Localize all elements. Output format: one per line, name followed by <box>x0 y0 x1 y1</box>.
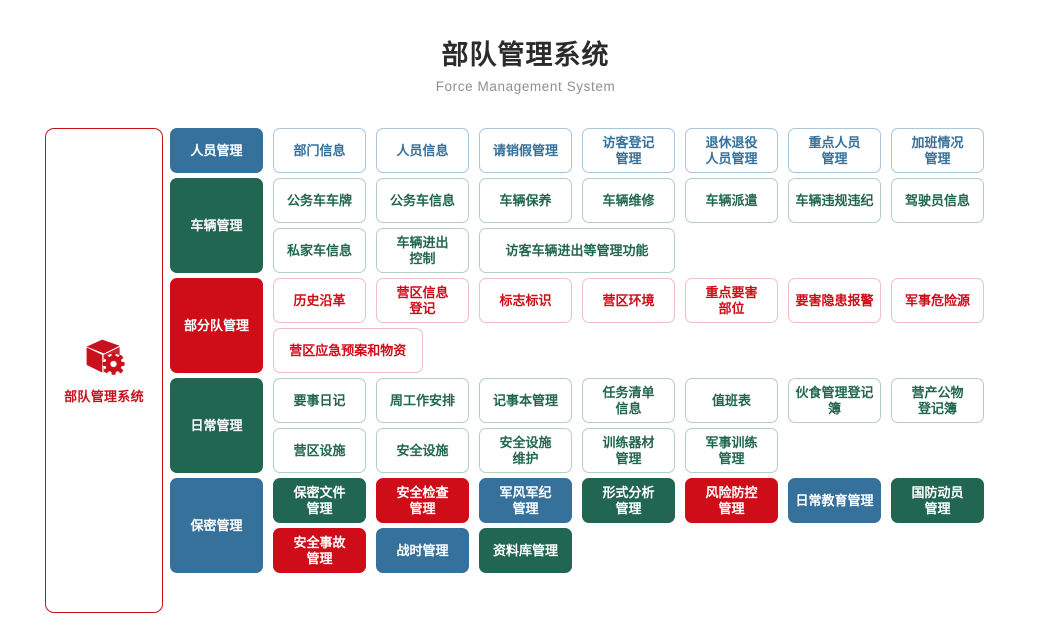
module-tile[interactable]: 重点人员管理 <box>788 128 881 173</box>
module-tile[interactable]: 保密文件管理 <box>273 478 366 523</box>
module-tile[interactable]: 训练器材管理 <box>582 428 675 473</box>
module-tile[interactable]: 日常教育管理 <box>788 478 881 523</box>
module-tile[interactable]: 公务车信息 <box>376 178 469 223</box>
module-tile[interactable]: 标志标识 <box>479 278 572 323</box>
module-row: 要事日记周工作安排记事本管理任务清单信息值班表伙食管理登记簿营产公物登记簿 <box>273 378 1046 423</box>
module-tile[interactable]: 部门信息 <box>273 128 366 173</box>
module-row: 保密文件管理安全检查管理军风军纪管理形式分析管理风险防控管理日常教育管理国防动员… <box>273 478 1046 523</box>
module-tile[interactable]: 车辆维修 <box>582 178 675 223</box>
module-row: 公务车车牌公务车信息车辆保养车辆维修车辆派遣车辆违规违纪驾驶员信息 <box>273 178 1046 223</box>
category-items: 要事日记周工作安排记事本管理任务清单信息值班表伙食管理登记簿营产公物登记簿营区设… <box>273 378 1046 473</box>
module-tile[interactable]: 私家车信息 <box>273 228 366 273</box>
module-tile[interactable]: 车辆派遣 <box>685 178 778 223</box>
module-grid: 人员管理部门信息人员信息请销假管理访客登记管理退休退役人员管理重点人员管理加班情… <box>170 128 1046 578</box>
module-tile[interactable]: 营区应急预案和物资 <box>273 328 423 373</box>
module-row: 部门信息人员信息请销假管理访客登记管理退休退役人员管理重点人员管理加班情况管理 <box>273 128 1046 173</box>
module-section: 日常管理要事日记周工作安排记事本管理任务清单信息值班表伙食管理登记簿营产公物登记… <box>170 378 1046 473</box>
module-row: 营区设施安全设施安全设施维护训练器材管理军事训练管理 <box>273 428 1046 473</box>
module-tile[interactable]: 车辆违规违纪 <box>788 178 881 223</box>
module-tile[interactable]: 安全设施维护 <box>479 428 572 473</box>
module-tile[interactable]: 营区设施 <box>273 428 366 473</box>
module-tile[interactable]: 军风军纪管理 <box>479 478 572 523</box>
module-tile[interactable]: 要事日记 <box>273 378 366 423</box>
module-section: 部分队管理历史沿革营区信息登记标志标识营区环境重点要害部位要害隐患报警军事危险源… <box>170 278 1046 373</box>
module-row: 营区应急预案和物资 <box>273 328 1046 373</box>
module-tile[interactable]: 驾驶员信息 <box>891 178 984 223</box>
module-tile[interactable]: 安全设施 <box>376 428 469 473</box>
module-tile[interactable]: 营产公物登记簿 <box>891 378 984 423</box>
module-tile[interactable]: 退休退役人员管理 <box>685 128 778 173</box>
module-tile[interactable]: 访客登记管理 <box>582 128 675 173</box>
module-tile[interactable]: 加班情况管理 <box>891 128 984 173</box>
module-tile[interactable]: 安全检查管理 <box>376 478 469 523</box>
module-row: 历史沿革营区信息登记标志标识营区环境重点要害部位要害隐患报警军事危险源 <box>273 278 1046 323</box>
sidebar-brand-panel[interactable]: 部队管理系统 <box>45 128 163 613</box>
module-tile[interactable]: 伙食管理登记簿 <box>788 378 881 423</box>
module-tile[interactable]: 要害隐患报警 <box>788 278 881 323</box>
category-1[interactable]: 车辆管理 <box>170 178 263 273</box>
category-4[interactable]: 保密管理 <box>170 478 263 573</box>
module-tile[interactable]: 军事危险源 <box>891 278 984 323</box>
module-tile[interactable]: 国防动员管理 <box>891 478 984 523</box>
module-tile[interactable]: 营区环境 <box>582 278 675 323</box>
module-row: 私家车信息车辆进出控制访客车辆进出等管理功能 <box>273 228 1046 273</box>
module-tile[interactable]: 周工作安排 <box>376 378 469 423</box>
category-items: 历史沿革营区信息登记标志标识营区环境重点要害部位要害隐患报警军事危险源营区应急预… <box>273 278 1046 373</box>
category-items: 部门信息人员信息请销假管理访客登记管理退休退役人员管理重点人员管理加班情况管理 <box>273 128 1046 173</box>
module-tile[interactable]: 军事训练管理 <box>685 428 778 473</box>
module-tile[interactable]: 历史沿革 <box>273 278 366 323</box>
module-tile[interactable]: 车辆进出控制 <box>376 228 469 273</box>
module-section: 保密管理保密文件管理安全检查管理军风军纪管理形式分析管理风险防控管理日常教育管理… <box>170 478 1046 573</box>
box-gear-icon <box>86 339 125 375</box>
module-tile[interactable]: 战时管理 <box>376 528 469 573</box>
module-tile[interactable]: 值班表 <box>685 378 778 423</box>
category-2[interactable]: 部分队管理 <box>170 278 263 373</box>
module-tile[interactable]: 车辆保养 <box>479 178 572 223</box>
module-tile[interactable]: 请销假管理 <box>479 128 572 173</box>
module-tile[interactable]: 人员信息 <box>376 128 469 173</box>
module-tile[interactable]: 安全事故管理 <box>273 528 366 573</box>
module-tile[interactable]: 营区信息登记 <box>376 278 469 323</box>
page-title: 部队管理系统 <box>441 40 610 70</box>
module-tile[interactable]: 重点要害部位 <box>685 278 778 323</box>
page-subtitle: Force Management System <box>435 79 616 94</box>
page-header: 部队管理系统 Force Management System <box>0 0 1051 96</box>
module-tile[interactable]: 公务车车牌 <box>273 178 366 223</box>
module-section: 车辆管理公务车车牌公务车信息车辆保养车辆维修车辆派遣车辆违规违纪驾驶员信息私家车… <box>170 178 1046 273</box>
module-tile[interactable]: 记事本管理 <box>479 378 572 423</box>
module-tile[interactable]: 风险防控管理 <box>685 478 778 523</box>
module-tile[interactable]: 形式分析管理 <box>582 478 675 523</box>
module-row: 安全事故管理战时管理资料库管理 <box>273 528 1046 573</box>
module-section: 人员管理部门信息人员信息请销假管理访客登记管理退休退役人员管理重点人员管理加班情… <box>170 128 1046 173</box>
category-0[interactable]: 人员管理 <box>170 128 263 173</box>
category-3[interactable]: 日常管理 <box>170 378 263 473</box>
module-tile[interactable]: 任务清单信息 <box>582 378 675 423</box>
body-wrapper: 部队管理系统 人员管理部门信息人员信息请销假管理访客登记管理退休退役人员管理重点… <box>0 128 1051 613</box>
category-items: 保密文件管理安全检查管理军风军纪管理形式分析管理风险防控管理日常教育管理国防动员… <box>273 478 1046 573</box>
module-tile[interactable]: 资料库管理 <box>479 528 572 573</box>
module-tile[interactable]: 访客车辆进出等管理功能 <box>479 228 675 273</box>
sidebar-brand-label: 部队管理系统 <box>64 388 144 404</box>
category-items: 公务车车牌公务车信息车辆保养车辆维修车辆派遣车辆违规违纪驾驶员信息私家车信息车辆… <box>273 178 1046 273</box>
